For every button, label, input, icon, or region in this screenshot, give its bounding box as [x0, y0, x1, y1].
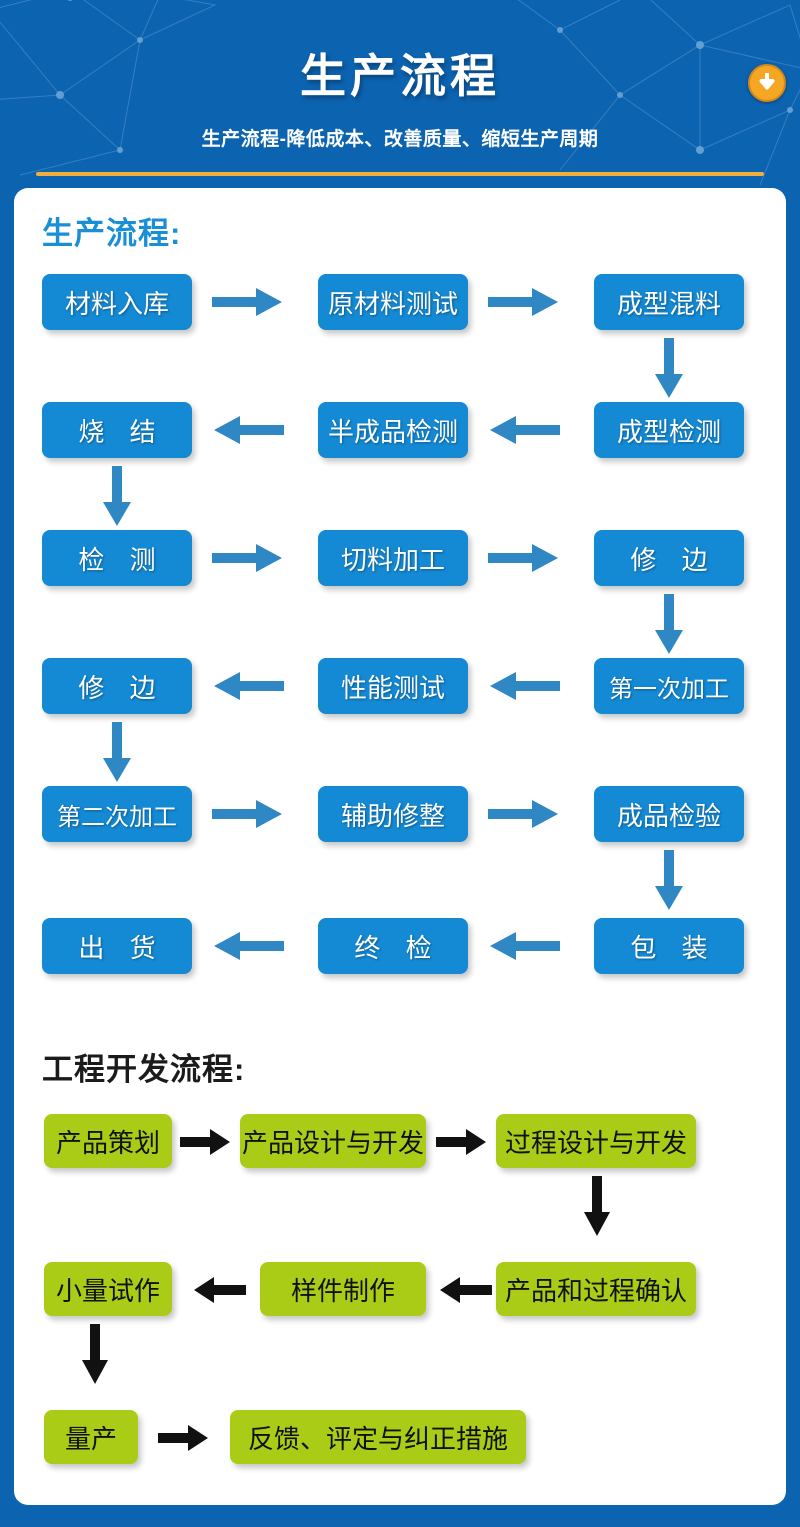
flow-box-final-inspection[interactable]: 终 检: [318, 918, 468, 974]
arrow-left-r4c2-r4c1: [212, 672, 284, 700]
flow-box-auxiliary-finishing[interactable]: 辅助修整: [318, 786, 468, 842]
network-background-decoration: [0, 0, 800, 186]
arrow-right-g1c2-g1c3: [436, 1129, 488, 1155]
flow-box-sintering[interactable]: 烧 结: [42, 402, 192, 458]
page-subtitle: 生产流程-降低成本、改善质量、缩短生产周期: [201, 129, 599, 150]
arrow-right-r3c1-r3c2: [212, 544, 284, 572]
arrow-down-r5c3-r6c3: [655, 850, 683, 912]
arrow-right-g1c1-g1c2: [180, 1129, 232, 1155]
flow-box-inspection[interactable]: 检 测: [42, 530, 192, 586]
flow-box-shipment[interactable]: 出 货: [42, 918, 192, 974]
flow-box-trimming-2[interactable]: 修 边: [42, 658, 192, 714]
arrow-down-g2c1-g3c1: [82, 1324, 108, 1386]
flow-box-material-inbound[interactable]: 材料入库: [42, 274, 192, 330]
arrow-right-g3c1-g3c2: [158, 1425, 210, 1451]
flow-box-performance-test[interactable]: 性能测试: [318, 658, 468, 714]
flow-box-raw-material-test[interactable]: 原材料测试: [318, 274, 468, 330]
flow-box-mass-production[interactable]: 量产: [44, 1410, 138, 1464]
arrow-down-r4c1-r5c1: [103, 722, 131, 784]
flow-box-packaging[interactable]: 包 装: [594, 918, 744, 974]
flow-box-sample-production[interactable]: 样件制作: [260, 1262, 426, 1316]
arrow-down-r1c3-r2c3: [655, 338, 683, 400]
flow-box-trimming-1[interactable]: 修 边: [594, 530, 744, 586]
content-card: 生产流程: 材料入库 原材料测试 成型混料 烧 结 半成品检测 成型检测 检 测…: [14, 188, 786, 1505]
flow-box-forming-inspection[interactable]: 成型检测: [594, 402, 744, 458]
arrow-left-g2c3-g2c2: [438, 1277, 492, 1303]
arrow-down-r2c1-r3c1: [103, 466, 131, 528]
arrow-right-r5c1-r5c2: [212, 800, 284, 828]
flow-box-product-design-development[interactable]: 产品设计与开发: [240, 1114, 426, 1168]
arrow-left-r6c2-r6c1: [212, 932, 284, 960]
arrow-left-r6c3-r6c2: [488, 932, 560, 960]
flow-box-product-process-validation[interactable]: 产品和过程确认: [496, 1262, 696, 1316]
arrow-right-r3c2-r3c3: [488, 544, 560, 572]
flow-box-small-batch-trial[interactable]: 小量试作: [44, 1262, 172, 1316]
flow-box-feedback-assessment-corrective[interactable]: 反馈、评定与纠正措施: [230, 1410, 526, 1464]
arrow-left-g2c2-g2c1: [192, 1277, 246, 1303]
arrow-right-r5c2-r5c3: [488, 800, 560, 828]
arrow-right-r1c2-r1c3: [488, 288, 560, 316]
page-header: 生产流程 生产流程-降低成本、改善质量、缩短生产周期: [0, 0, 800, 188]
download-button[interactable]: [748, 64, 786, 102]
arrow-left-r2c2-r2c1: [212, 416, 284, 444]
flow-box-finished-goods-inspection[interactable]: 成品检验: [594, 786, 744, 842]
flow-box-semi-finished-inspection[interactable]: 半成品检测: [318, 402, 468, 458]
arrow-right-r1c1-r1c2: [212, 288, 284, 316]
flow-box-forming-mixture[interactable]: 成型混料: [594, 274, 744, 330]
flow-box-cutting-process[interactable]: 切料加工: [318, 530, 468, 586]
gold-divider: [36, 172, 764, 176]
flow-box-first-machining[interactable]: 第一次加工: [594, 658, 744, 714]
arrow-left-r4c3-r4c2: [488, 672, 560, 700]
flow-box-process-design-development[interactable]: 过程设计与开发: [496, 1114, 696, 1168]
flow-box-second-machining[interactable]: 第二次加工: [42, 786, 192, 842]
flow-box-product-planning[interactable]: 产品策划: [44, 1114, 172, 1168]
page-title: 生产流程: [300, 50, 500, 102]
arrow-left-r2c3-r2c2: [488, 416, 560, 444]
arrow-down-g1c3-g2c3: [584, 1176, 610, 1238]
download-arrow-icon: [759, 73, 775, 90]
section-heading-engineering: 工程开发流程:: [42, 1052, 246, 1087]
arrow-down-r3c3-r4c3: [655, 594, 683, 656]
section-heading-production: 生产流程:: [42, 216, 182, 251]
